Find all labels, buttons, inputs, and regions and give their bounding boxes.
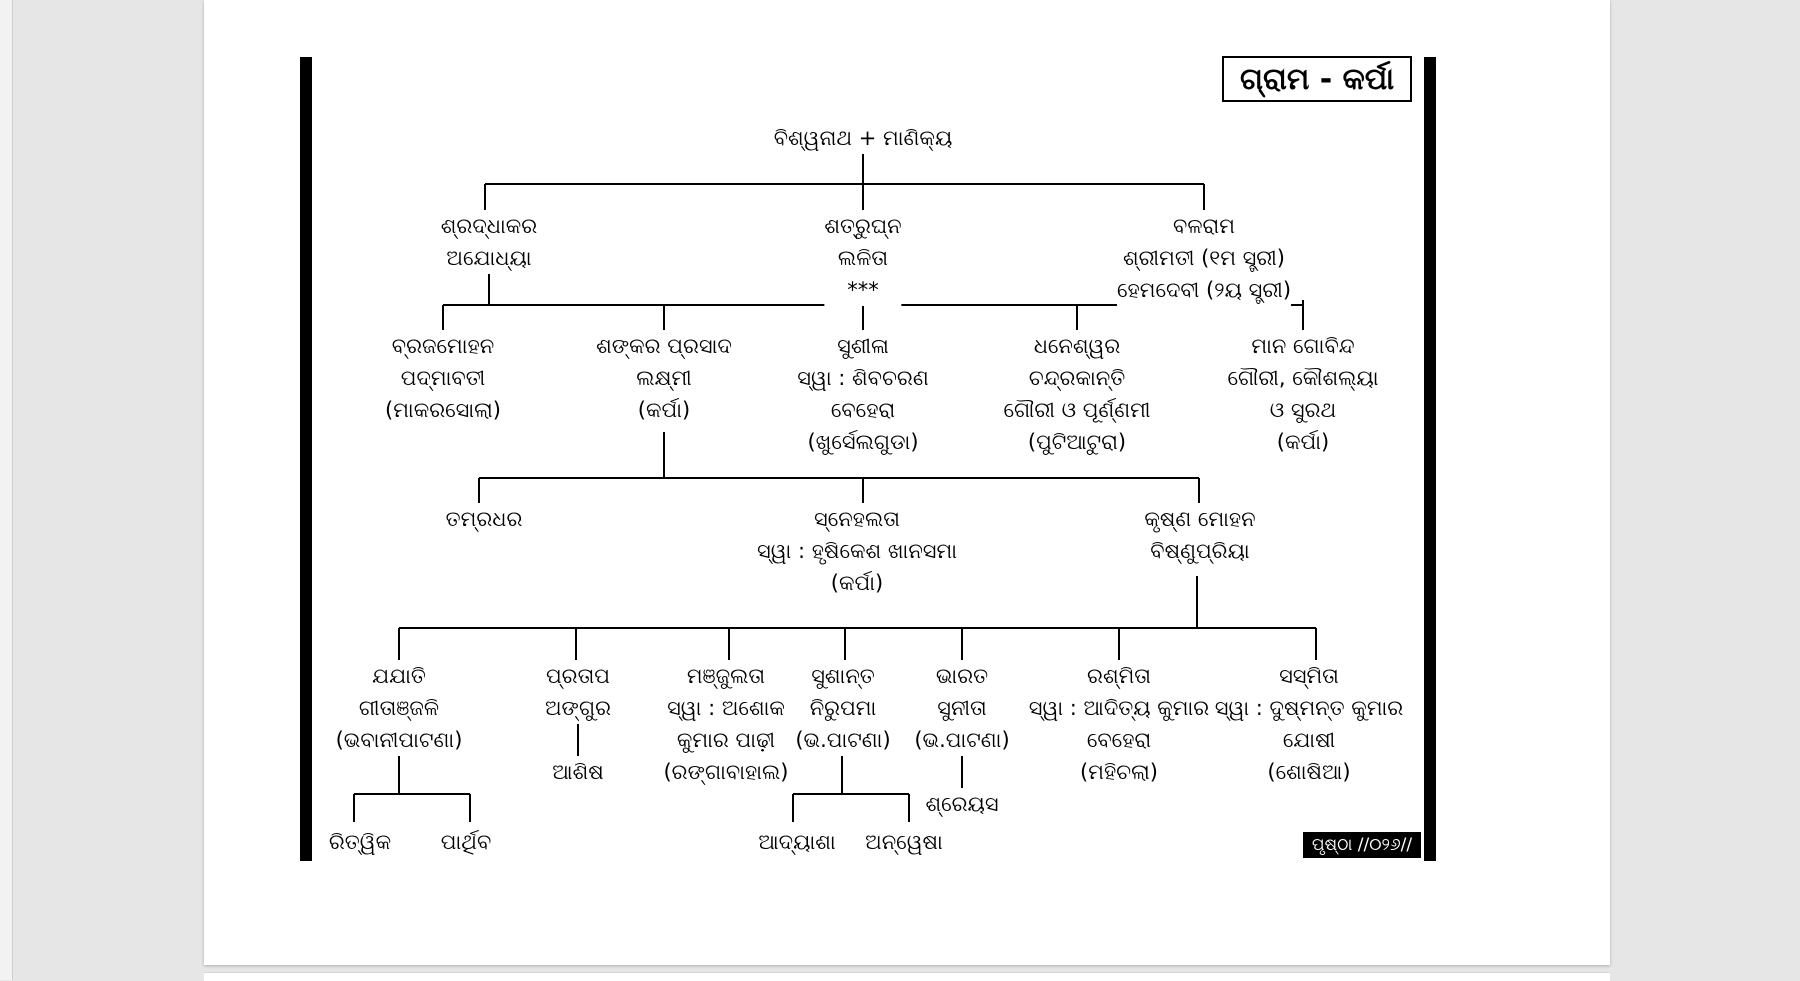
node-line: ଭାରତ bbox=[935, 664, 989, 688]
node-line: ବଳରାମ bbox=[1173, 214, 1235, 238]
node-line: ସୁନୀତା bbox=[937, 696, 987, 720]
node-line: (କର୍ପା) bbox=[637, 398, 691, 422]
next-page-edge bbox=[204, 972, 1610, 981]
node-line: *** bbox=[847, 278, 879, 302]
node-line: ବେହେରା bbox=[1086, 728, 1152, 752]
node-krushna: କୃଷ୍ଣ ମୋହନ ବିଷ୍ଣୁପ୍ରିୟା bbox=[1144, 503, 1256, 567]
node-line: (ଭବାନୀପାଟଣା) bbox=[335, 728, 463, 752]
node-dhaneswar: ଧନେଶ୍ୱର ଚନ୍ଦ୍ରକାନ୍ତି ଗୌରୀ ଓ ପୂର୍ଣ୍ଣମୀ (ପ… bbox=[1003, 330, 1151, 458]
page-number-label: ପୃଷ୍ଠା //୦୨୬// bbox=[1303, 832, 1421, 858]
node-brajamohan: ବ୍ରଜମୋହନ ପଦ୍ମାବତୀ (ମାକରସୋଲା) bbox=[385, 330, 501, 426]
node-line: ବିଶ୍ୱନାଥ + ମାଣିକ୍ୟ bbox=[773, 126, 953, 150]
node-line: କୁମାର ପାଢ଼ୀ bbox=[676, 728, 776, 752]
node-line: ମାନ ଗୋବିନ୍ଦ bbox=[1251, 334, 1355, 358]
village-title: ଗ୍ରାମ - କର୍ପା bbox=[1222, 56, 1412, 102]
right-border-bar bbox=[1424, 57, 1436, 861]
node-ashish: ଆଶିଷ bbox=[552, 756, 604, 788]
node-line: ସୁଶାନ୍ତ bbox=[811, 664, 875, 688]
node-line: ଶଙ୍କର ପ୍ରସାଦ bbox=[596, 334, 732, 358]
node-line: ବେହେରା bbox=[830, 398, 896, 422]
node-line: ସ୍ୱା : ଶିବଚରଣ bbox=[797, 366, 929, 390]
node-rashmita: ରଶ୍ମିତା ସ୍ୱା : ଆଦିତ୍ୟ କୁମାର ବେହେରା (ମହିଚ… bbox=[1028, 660, 1210, 788]
node-line: ପ୍ରତାପ bbox=[545, 664, 611, 688]
node-managobinda: ମାନ ଗୋବିନ୍ଦ ଗୌରୀ, କୌଶଲ୍ୟା ଓ ସୁରଥ (କର୍ପା) bbox=[1227, 330, 1379, 458]
node-manjulata: ମଞ୍ଜୁଲତା ସ୍ୱା : ଅଶୋକ କୁମାର ପାଢ଼ୀ (ରଙ୍ଗାବ… bbox=[663, 660, 789, 788]
node-line: ରିତ୍ୱିକ bbox=[328, 830, 392, 854]
node-line: କୃଷ୍ଣ ମୋହନ bbox=[1144, 507, 1256, 531]
node-line: ଗୌରୀ ଓ ପୂର୍ଣ୍ଣମୀ bbox=[1003, 398, 1151, 422]
node-line: (ରଙ୍ଗାବାହାଲ) bbox=[663, 760, 789, 784]
node-shreyas: ଶ୍ରେୟସ bbox=[925, 788, 999, 820]
node-line: ସ୍ୱା : ଦୁଷ୍ମନ୍ତ କୁମାର bbox=[1214, 696, 1404, 720]
node-line: (ଭ.ପାଟଣା) bbox=[914, 728, 1010, 752]
node-line: ହେମଦେବୀ (୨ୟ ସ୍ତ୍ରୀ) bbox=[1116, 278, 1292, 302]
node-line: ସ୍ୱା : ହୃଷିକେଶ ଖାନସମା bbox=[757, 539, 957, 563]
node-sasmita: ସସ୍ମିତା ସ୍ୱା : ଦୁଷ୍ମନ୍ତ କୁମାର ଯୋଷୀ (ଶୋଷି… bbox=[1214, 660, 1404, 788]
node-line: ଆଶିଷ bbox=[552, 760, 604, 784]
node-line: ଯଯାତି bbox=[372, 664, 426, 688]
node-line: (ପୁଟିଆଟୁରା) bbox=[1027, 430, 1127, 454]
node-line: ଲଳିତା bbox=[837, 246, 889, 270]
document-page bbox=[204, 0, 1610, 965]
node-pratap: ପ୍ରତାପ ଅଙ୍ଗୁର bbox=[544, 660, 612, 724]
node-line: ସ୍ୱା : ଆଦିତ୍ୟ କୁମାର bbox=[1028, 696, 1210, 720]
node-line: ତମ୍ରଧର bbox=[445, 507, 523, 531]
node-line: ଗୀତାଞ୍ଜଳି bbox=[358, 696, 440, 720]
node-line: ଚନ୍ଦ୍ରକାନ୍ତି bbox=[1028, 366, 1126, 390]
node-sushila: ସୁଶୀଳା ସ୍ୱା : ଶିବଚରଣ ବେହେରା (ଖୁର୍ସେଲଗୁଡା… bbox=[797, 330, 929, 458]
node-line: ମଞ୍ଜୁଲତା bbox=[686, 664, 766, 688]
node-line: (ମହିଚଲା) bbox=[1080, 760, 1158, 784]
node-line: ଅଯୋଧ୍ୟା bbox=[446, 246, 532, 270]
node-root: ବିଶ୍ୱନାଥ + ମାଣିକ୍ୟ bbox=[773, 122, 953, 154]
window-gutter bbox=[0, 0, 13, 980]
node-line: ବିଷ୍ଣୁପ୍ରିୟା bbox=[1150, 539, 1250, 563]
node-line: (ଭ.ପାଟଣା) bbox=[795, 728, 891, 752]
node-line: (ମାକରସୋଲା) bbox=[385, 398, 501, 422]
left-border-bar bbox=[300, 57, 312, 861]
node-rittik: ରିତ୍ୱିକ bbox=[328, 826, 392, 858]
node-line: (ଖୁର୍ସେଲଗୁଡା) bbox=[807, 430, 919, 454]
node-line: ଶ୍ରୀମତୀ (୧ମ ସ୍ତ୍ରୀ) bbox=[1123, 246, 1285, 270]
node-shankar: ଶଙ୍କର ପ୍ରସାଦ ଲକ୍ଷ୍ମୀ (କର୍ପା) bbox=[596, 330, 732, 426]
node-line: ପାର୍ଥିବ bbox=[440, 830, 492, 854]
node-anwesha: ଅନ୍ୱେଷା bbox=[865, 826, 943, 858]
node-sushanta: ସୁଶାନ୍ତ ନିରୁପମା (ଭ.ପାଟଣା) bbox=[795, 660, 891, 756]
node-line: ଶତ୍ରୁଘ୍ନ bbox=[824, 214, 902, 238]
node-jajati: ଯଯାତି ଗୀତାଞ୍ଜଳି (ଭବାନୀପାଟଣା) bbox=[335, 660, 463, 756]
node-shradhakar: ଶ୍ରଦ୍ଧାକର ଅଯୋଧ୍ୟା bbox=[440, 210, 538, 274]
node-adyasha: ଆଦ୍ୟାଶା bbox=[758, 826, 836, 858]
node-shatrughna: ଶତ୍ରୁଘ୍ନ ଲଳିତା *** bbox=[824, 210, 902, 306]
node-line: ଶ୍ରେୟସ bbox=[925, 792, 999, 816]
node-line: ଶ୍ରଦ୍ଧାକର bbox=[440, 214, 538, 238]
node-line: ଗୌରୀ, କୌଶଲ୍ୟା bbox=[1227, 366, 1379, 390]
node-line: ଓ ସୁରଥ bbox=[1269, 398, 1337, 422]
node-parthib: ପାର୍ଥିବ bbox=[440, 826, 492, 858]
node-line: ଅଙ୍ଗୁର bbox=[544, 696, 612, 720]
node-line: ସୁଶୀଳା bbox=[837, 334, 889, 358]
node-balaram: ବଳରାମ ଶ୍ରୀମତୀ (୧ମ ସ୍ତ୍ରୀ) ହେମଦେବୀ (୨ୟ ସ୍… bbox=[1116, 210, 1292, 306]
node-line: (କର୍ପା) bbox=[1276, 430, 1330, 454]
node-line: ସସ୍ମିତା bbox=[1279, 664, 1339, 688]
node-snehalata: ସ୍ନେହଲତା ସ୍ୱା : ହୃଷିକେଶ ଖାନସମା (କର୍ପା) bbox=[757, 503, 957, 599]
node-line: ଯୋଷୀ bbox=[1282, 728, 1336, 752]
node-line: (ଶୋଷିଆ) bbox=[1267, 760, 1351, 784]
node-line: ଧନେଶ୍ୱର bbox=[1033, 334, 1121, 358]
node-line: ସ୍ୱା : ଅଶୋକ bbox=[667, 696, 785, 720]
node-line: ପଦ୍ମାବତୀ bbox=[400, 366, 486, 390]
node-line: ନିରୁପମା bbox=[809, 696, 877, 720]
node-line: (କର୍ପା) bbox=[830, 571, 884, 595]
node-line: ଅନ୍ୱେଷା bbox=[865, 830, 943, 854]
node-line: ସ୍ନେହଲତା bbox=[814, 507, 900, 531]
node-tamradhar: ତମ୍ରଧର bbox=[445, 503, 523, 535]
node-line: ଆଦ୍ୟାଶା bbox=[758, 830, 836, 854]
node-line: ଲକ୍ଷ୍ମୀ bbox=[636, 366, 692, 390]
node-line: ବ୍ରଜମୋହନ bbox=[391, 334, 495, 358]
node-bharat: ଭାରତ ସୁନୀତା (ଭ.ପାଟଣା) bbox=[914, 660, 1010, 756]
node-line: ରଶ୍ମିତା bbox=[1087, 664, 1151, 688]
